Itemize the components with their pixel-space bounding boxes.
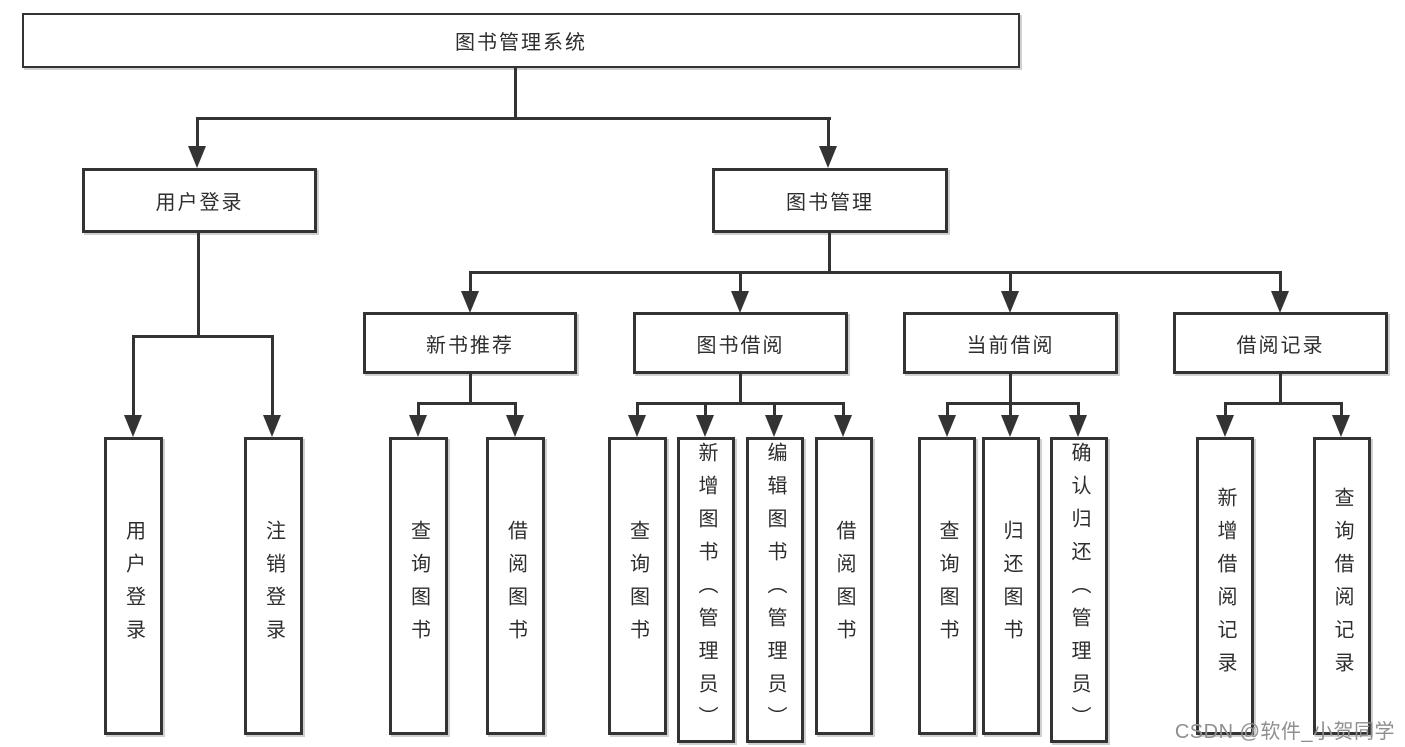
connector-drop-user-login — [196, 117, 199, 149]
leaf-add-borrow-record: 新增借阅记录 — [1196, 437, 1254, 735]
leaf-logout-login-label: 注销登录 — [262, 520, 285, 652]
node-current-borrowing: 当前借阅 — [903, 312, 1118, 374]
leaf-edit-book-admin: 编辑图书（管理员） — [746, 437, 804, 743]
connector-new-book-split — [417, 402, 517, 405]
leaf-user-login-label: 用户登录 — [122, 520, 145, 652]
connector-drop-add-record — [1224, 402, 1227, 417]
node-root: 图书管理系统 — [22, 13, 1020, 68]
leaf-query-book-recommend-label: 查询图书 — [407, 520, 430, 652]
leaf-query-borrow-record: 查询借阅记录 — [1313, 437, 1371, 735]
leaf-add-book-admin-label: 新增图书（管理员） — [695, 441, 717, 739]
down-arrowhead-add-book-icon — [696, 415, 714, 437]
down-arrowhead-leaf-logout-icon — [263, 415, 281, 437]
connector-root-stem — [514, 68, 517, 120]
leaf-add-book-admin: 新增图书（管理员） — [677, 437, 735, 743]
connector-borrowing-records-stem — [1279, 374, 1282, 404]
leaf-confirm-return-admin-label: 确认归还（管理员） — [1068, 441, 1090, 739]
connector-drop-add-book — [704, 402, 707, 417]
leaf-borrow-book-recommend-label: 借阅图书 — [504, 520, 527, 652]
connector-current-borrowing-split — [946, 402, 1080, 405]
leaf-return-book: 归还图书 — [982, 437, 1040, 735]
connector-drop-return-book — [1009, 402, 1012, 417]
connector-book-borrowing-stem — [739, 374, 742, 404]
connector-level2-split — [469, 271, 1281, 274]
down-arrowhead-borrow-book-2-icon — [834, 415, 852, 437]
connector-drop-edit-book — [773, 402, 776, 417]
leaf-edit-book-admin-label: 编辑图书（管理员） — [764, 441, 786, 739]
connector-level1-split — [196, 117, 831, 120]
connector-borrowing-records-split — [1224, 402, 1343, 405]
down-arrowhead-current-borrowing-icon — [1001, 291, 1019, 313]
connector-drop-query-book-3 — [946, 402, 949, 417]
leaf-user-login: 用户登录 — [104, 437, 163, 735]
connector-user-login-split — [132, 335, 274, 338]
down-arrowhead-confirm-return-icon — [1069, 415, 1087, 437]
connector-drop-query-record — [1340, 402, 1343, 417]
connector-drop-query-book-2 — [636, 402, 639, 417]
leaf-query-book-recommend: 查询图书 — [389, 437, 448, 735]
connector-drop-borrow-book-2 — [842, 402, 845, 417]
leaf-query-book-borrowing: 查询图书 — [608, 437, 667, 735]
leaf-logout-login: 注销登录 — [244, 437, 303, 735]
connector-book-borrowing-split — [636, 402, 845, 405]
down-arrowhead-book-management-icon — [819, 146, 837, 168]
leaf-return-book-label: 归还图书 — [1000, 520, 1022, 652]
connector-drop-book-management — [827, 117, 830, 149]
down-arrowhead-user-login-icon — [188, 146, 206, 168]
down-arrowhead-query-book-2-icon — [628, 415, 646, 437]
leaf-query-book-borrowing-label: 查询图书 — [626, 520, 649, 652]
node-book-borrowing-label: 图书借阅 — [696, 334, 785, 357]
node-borrowing-records-label: 借阅记录 — [1236, 334, 1325, 357]
down-arrowhead-return-book-icon — [1001, 415, 1019, 437]
down-arrowhead-edit-book-icon — [765, 415, 783, 437]
leaf-add-borrow-record-label: 新增借阅记录 — [1214, 487, 1236, 685]
down-arrowhead-new-book-icon — [461, 291, 479, 313]
connector-current-borrowing-stem — [1009, 374, 1012, 404]
leaf-borrow-book-borrowing: 借阅图书 — [815, 437, 873, 735]
node-book-borrowing: 图书借阅 — [633, 312, 848, 374]
connector-book-management-stem — [828, 233, 831, 274]
leaf-borrow-book-borrowing-label: 借阅图书 — [833, 520, 855, 652]
leaf-query-borrow-record-label: 查询借阅记录 — [1331, 487, 1353, 685]
down-arrowhead-query-book-1-icon — [409, 415, 427, 437]
connector-drop-current-borrowing — [1009, 271, 1012, 293]
connector-drop-query-book-1 — [417, 402, 420, 417]
down-arrowhead-query-record-icon — [1332, 415, 1350, 437]
csdn-watermark: CSDN @软件_小贺同学 — [1174, 721, 1395, 743]
node-borrowing-records: 借阅记录 — [1173, 312, 1388, 374]
down-arrowhead-book-borrowing-icon — [731, 291, 749, 313]
leaf-confirm-return-admin: 确认归还（管理员） — [1050, 437, 1108, 743]
connector-drop-borrow-book-1 — [514, 402, 517, 417]
down-arrowhead-borrowing-records-icon — [1271, 291, 1289, 313]
connector-drop-borrowing-records — [1279, 271, 1282, 293]
connector-drop-leaf-logout — [271, 335, 274, 417]
node-book-management: 图书管理 — [712, 168, 948, 233]
connector-drop-new-book — [469, 271, 472, 293]
connector-drop-confirm-return — [1077, 402, 1080, 417]
connector-drop-leaf-login — [132, 335, 135, 417]
node-current-borrowing-label: 当前借阅 — [966, 334, 1055, 357]
down-arrowhead-leaf-login-icon — [124, 415, 142, 437]
node-user-login-label: 用户登录 — [155, 192, 244, 214]
connector-new-book-stem — [469, 374, 472, 404]
node-new-book-recommendation-label: 新书推荐 — [426, 334, 514, 357]
down-arrowhead-add-record-icon — [1216, 415, 1234, 437]
connector-user-login-stem — [197, 233, 200, 338]
node-root-label: 图书管理系统 — [455, 32, 587, 54]
node-user-login: 用户登录 — [82, 168, 317, 233]
leaf-query-book-current: 查询图书 — [918, 437, 976, 735]
leaf-borrow-book-recommend: 借阅图书 — [486, 437, 545, 735]
down-arrowhead-borrow-book-1-icon — [506, 415, 524, 437]
connector-drop-book-borrowing — [739, 271, 742, 293]
leaf-query-book-current-label: 查询图书 — [936, 520, 958, 652]
node-new-book-recommendation: 新书推荐 — [363, 312, 577, 374]
node-book-management-label: 图书管理 — [786, 192, 874, 214]
down-arrowhead-query-book-3-icon — [938, 415, 956, 437]
